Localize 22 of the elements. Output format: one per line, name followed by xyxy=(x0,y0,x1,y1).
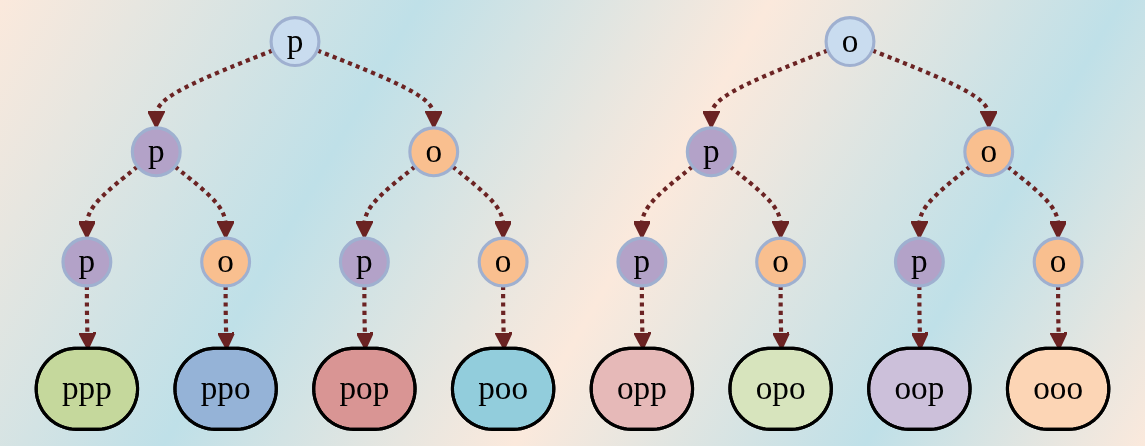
arrow xyxy=(451,165,513,239)
node-circle: p xyxy=(685,126,737,178)
node-circle: p xyxy=(893,236,945,288)
arrow xyxy=(355,165,417,239)
arrow xyxy=(1006,165,1068,239)
arrow xyxy=(632,165,694,239)
arrow xyxy=(728,165,790,239)
arrow xyxy=(173,165,235,239)
arrow xyxy=(910,165,972,239)
node-circle: o xyxy=(200,236,252,288)
node-circle: o xyxy=(755,236,807,288)
arrow xyxy=(77,165,139,239)
node-circle: p xyxy=(616,236,668,288)
node-circle: o xyxy=(408,126,460,178)
node-circle: o xyxy=(1032,236,1084,288)
node-circle: o xyxy=(477,236,529,288)
node-circle: p xyxy=(130,126,182,178)
node-circle: p xyxy=(61,236,113,288)
node-circle: o xyxy=(963,126,1015,178)
node-circle: o xyxy=(824,16,876,68)
node-circle: p xyxy=(338,236,390,288)
node-circle: p xyxy=(269,16,321,68)
